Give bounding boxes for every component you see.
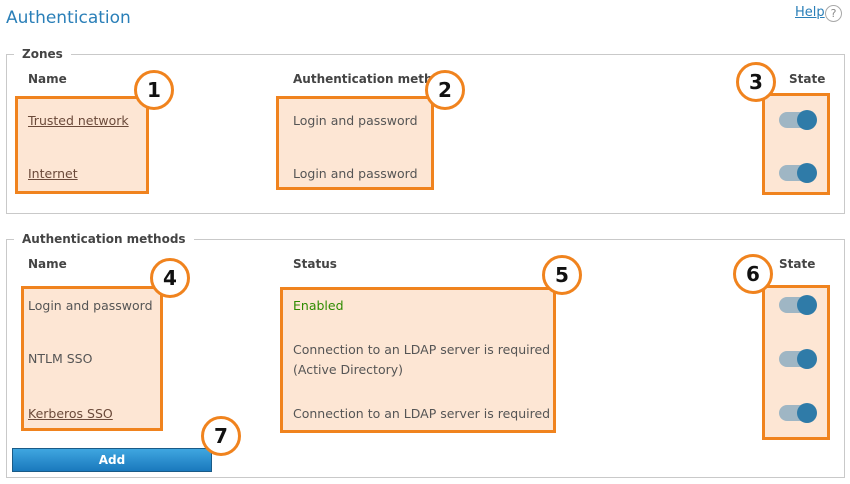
methods-legend: Authentication methods — [14, 232, 194, 246]
callout-badge-5: 5 — [542, 255, 582, 295]
zones-name-highlight — [15, 96, 149, 194]
toggle-knob — [797, 349, 817, 369]
add-method-button[interactable]: Add — [12, 448, 212, 472]
method-state-toggle-login-and-password[interactable] — [779, 295, 817, 315]
callout-badge-1: 1 — [134, 70, 174, 110]
method-state-toggle-ntlm-sso[interactable] — [779, 349, 817, 369]
zones-state-header: State — [789, 72, 826, 86]
callout-badge-4: 4 — [150, 258, 190, 298]
method-name-kerberos-sso[interactable]: Kerberos SSO — [28, 406, 113, 421]
callout-badge-6: 6 — [733, 254, 773, 294]
callout-badge-3: 3 — [736, 62, 776, 102]
methods-fieldset — [6, 239, 845, 478]
zones-name-header: Name — [28, 72, 67, 86]
methods-name-highlight — [21, 286, 163, 431]
zones-method-highlight — [276, 96, 434, 190]
method-status-ntlm-sso: Connection to an LDAP server is required… — [293, 342, 551, 377]
methods-status-header: Status — [293, 257, 337, 271]
toggle-knob — [797, 110, 817, 130]
toggle-knob — [797, 163, 817, 183]
zone-name-internet[interactable]: Internet — [28, 166, 78, 181]
method-status-login-and-password: Enabled — [293, 298, 344, 313]
help-icon[interactable]: ? — [825, 5, 842, 22]
zone-name-trusted-network[interactable]: Trusted network — [28, 113, 129, 128]
methods-status-highlight — [280, 287, 556, 433]
method-name-login-and-password: Login and password — [28, 298, 153, 313]
zones-legend: Zones — [14, 47, 71, 61]
zones-auth-method-header: Authentication meth — [293, 72, 433, 86]
callout-badge-7: 7 — [201, 416, 241, 456]
zone-method-trusted-network: Login and password — [293, 113, 418, 128]
callout-badge-2: 2 — [425, 70, 465, 110]
toggle-knob — [797, 403, 817, 423]
methods-state-header: State — [779, 257, 816, 271]
zone-state-toggle-internet[interactable] — [779, 163, 817, 183]
help-link[interactable]: Help — [795, 5, 825, 20]
toggle-knob — [797, 295, 817, 315]
page-title: Authentication — [6, 8, 131, 28]
zones-fieldset — [6, 54, 845, 214]
method-name-ntlm-sso: NTLM SSO — [28, 351, 93, 366]
methods-name-header: Name — [28, 257, 67, 271]
zone-method-internet: Login and password — [293, 166, 418, 181]
method-status-kerberos-sso: Connection to an LDAP server is required — [293, 406, 551, 421]
zone-state-toggle-trusted-network[interactable] — [779, 110, 817, 130]
method-state-toggle-kerberos-sso[interactable] — [779, 403, 817, 423]
